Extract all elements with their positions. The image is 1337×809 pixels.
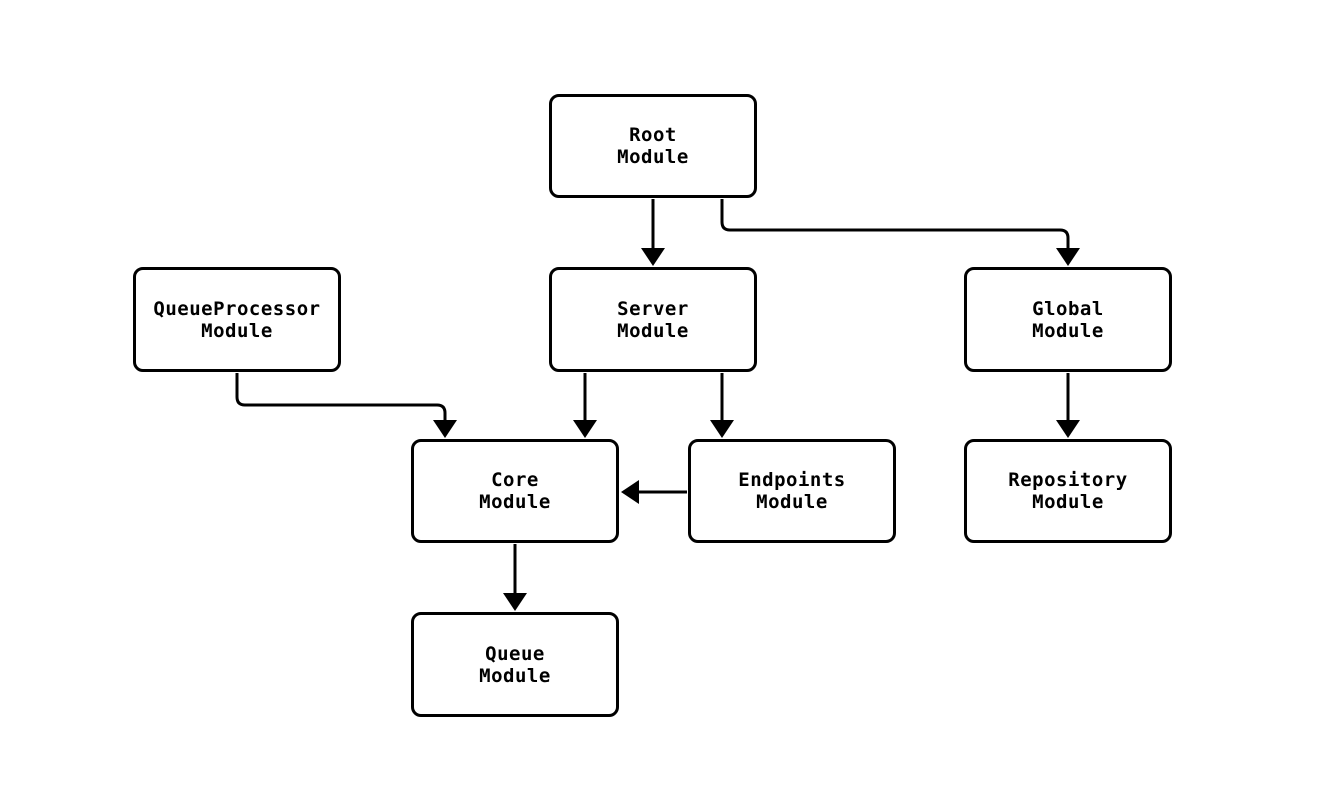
- node-label-line: Module: [617, 146, 689, 168]
- node-label-line: Server: [617, 297, 689, 320]
- node-label-line: Module: [1032, 319, 1104, 342]
- edge-group: [235, 199, 1080, 611]
- node-label-line: Module: [756, 491, 828, 513]
- node-label-line: Module: [479, 491, 551, 513]
- node-label-line: QueueProcessor: [153, 297, 321, 320]
- edge-root-to-global: [720, 199, 1080, 266]
- node-label-line: Root: [629, 124, 677, 146]
- node-label-line: Module: [1032, 491, 1104, 513]
- node-label-line: Queue: [485, 642, 545, 665]
- node-label-line: Endpoints: [738, 469, 846, 491]
- node-label-line: Global: [1032, 297, 1104, 320]
- node-label-line: Module: [617, 319, 689, 342]
- node-label-line: Core: [491, 469, 539, 491]
- node-label-line: Module: [201, 319, 273, 342]
- edge-queueprocessor-to-core: [235, 373, 457, 438]
- node-label-line: Module: [479, 664, 551, 687]
- node-label-line: Repository: [1008, 469, 1128, 491]
